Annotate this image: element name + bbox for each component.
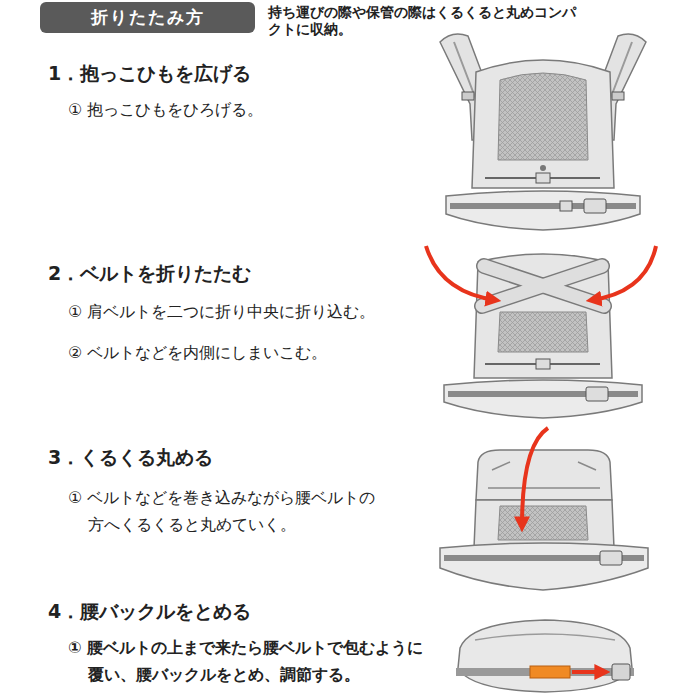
step-heading: 3．くるくる丸める [48,444,408,470]
step-instruction: ② ベルトなどを内側にしまいこむ。 [68,341,418,365]
step-heading: 1．抱っこひもを広げる [48,60,408,86]
step-instruction: ① ベルトなどを巻き込みながら腰ベルトの方へくるくると丸めていく。 [68,484,390,538]
carrier-rolling [440,428,648,590]
label-slot: ① 抱っこひもをひろげる。 [68,98,408,122]
step-instruction: ① 肩ベルトを二つに折り中央に折り込む。 [68,300,418,324]
label-slot: ① ベルトなどを巻き込みながら腰ベルトの方へくるくると丸めていく。 [68,484,390,538]
carrier-open [440,34,646,230]
label-slot: 3．くるくる丸める [48,444,408,470]
label-slot: 1．抱っこひもを広げる [48,60,408,86]
note: 持ち運びの際や保管の際はくるくると丸めコンパクトに収納。 [268,4,586,38]
step-instruction: ① 腰ベルトの上まで来たら腰ベルトで包むように覆い、腰バックルをとめ、調節する。 [68,634,430,688]
label-slot: 2．ベルトを折りたたむ [48,260,408,286]
step-instruction: ① 抱っこひもをひろげる。 [68,98,408,122]
label-slot: ① 肩ベルトを二つに折り中央に折り込む。 [68,300,418,324]
step-heading: 4．腰バックルをとめる [48,598,408,624]
title: 折りたたみ方 [91,6,205,29]
label-slot: ② ベルトなどを内側にしまいこむ。 [68,341,418,365]
carrier-folding [426,246,656,418]
label-slot: 4．腰バックルをとめる [48,598,408,624]
step-heading: 2．ベルトを折りたたむ [48,260,408,286]
title-slot: 折りたたみ方 [40,2,255,33]
carrier-rolled [456,620,634,692]
label-slot: ① 腰ベルトの上まで来たら腰ベルトで包むように覆い、腰バックルをとめ、調節する。 [68,634,430,688]
label-slot: 持ち運びの際や保管の際はくるくると丸めコンパクトに収納。 [268,4,586,38]
title-banner [40,2,255,33]
